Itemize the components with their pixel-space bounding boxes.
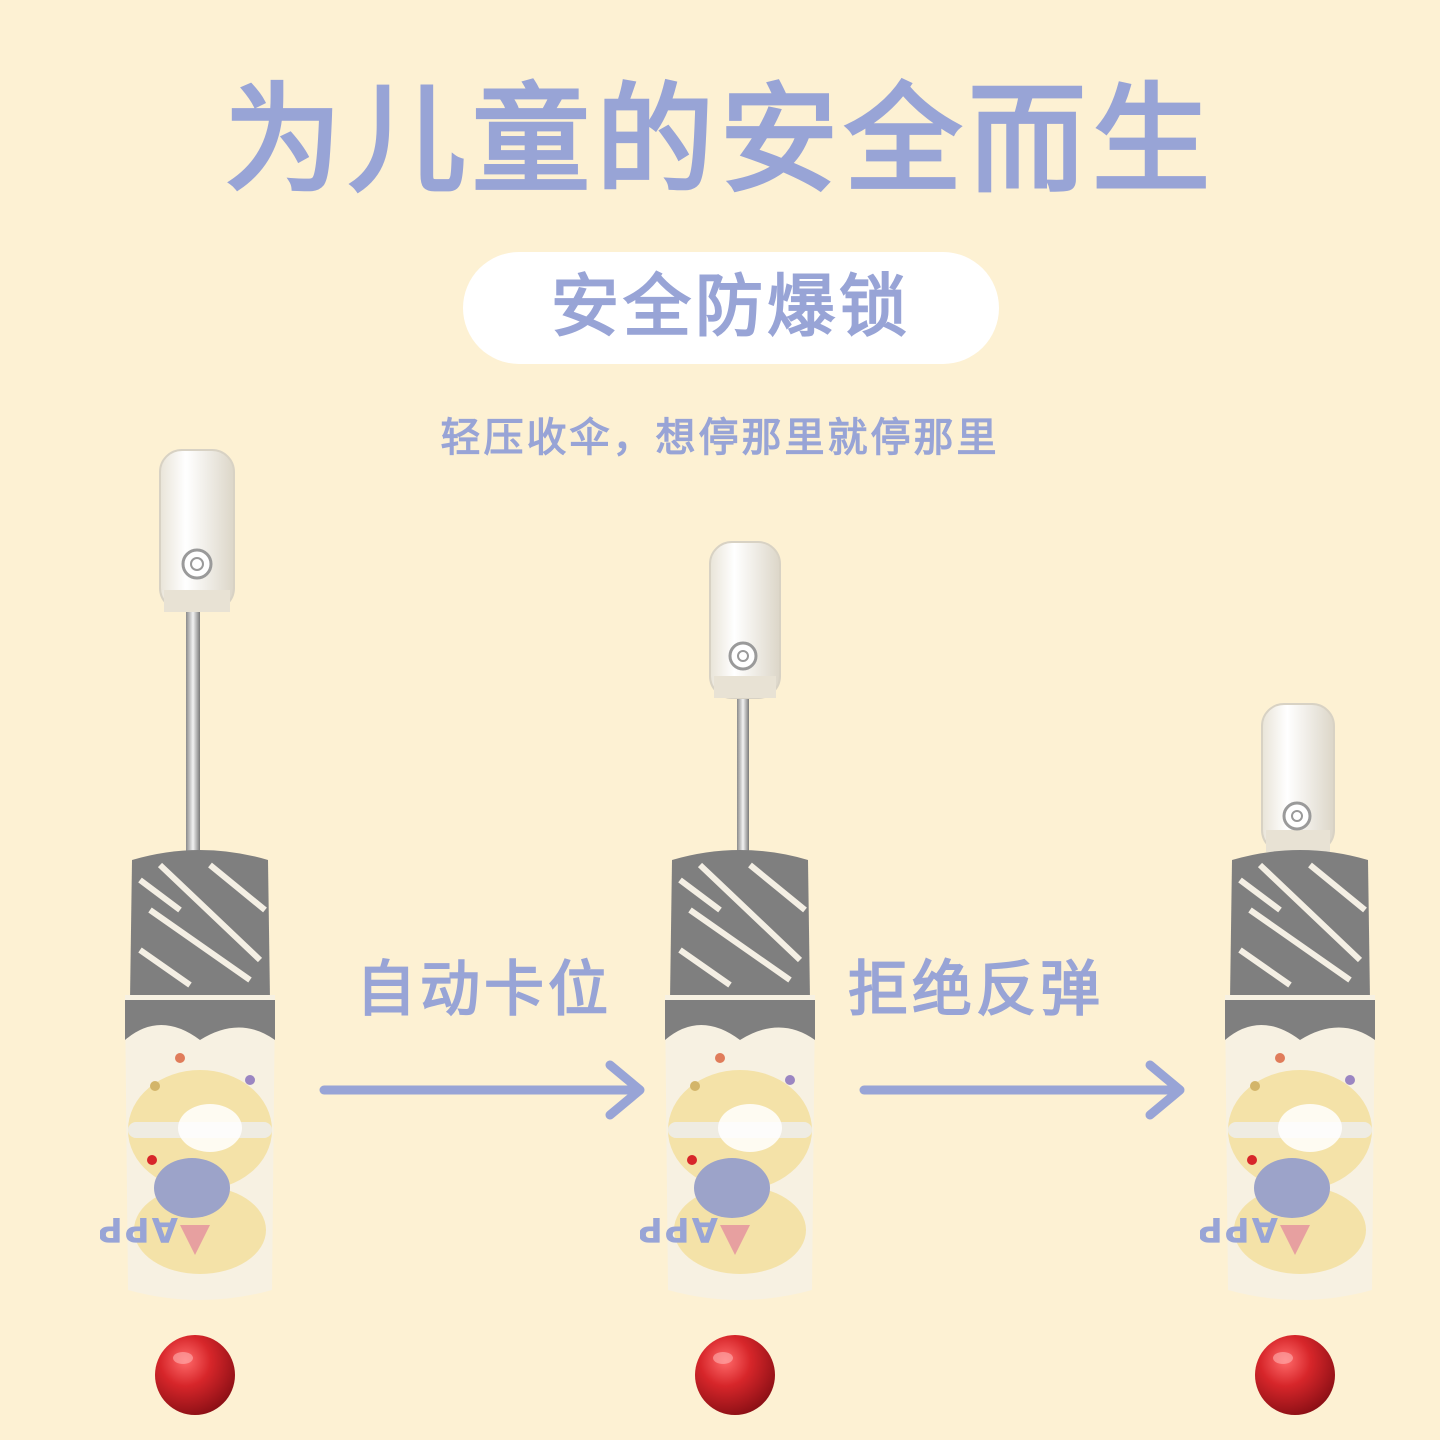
svg-text:APPY DA: APPY DA	[640, 1209, 718, 1249]
feature-badge: 安全防爆锁	[463, 252, 999, 364]
svg-text:APPY DA: APPY DA	[1200, 1209, 1278, 1249]
page-title: 为儿童的安全而生	[223, 71, 1216, 209]
tagline: 轻压收伞，想停那里就停那里	[440, 415, 1000, 461]
arrow-right-icon	[859, 1060, 1185, 1120]
umbrella-retracted: APPY DA	[1200, 703, 1375, 1415]
arrow-right-icon	[319, 1060, 645, 1120]
svg-text:APPY DA: APPY DA	[100, 1209, 178, 1249]
umbrella-extended: APPY DA	[100, 449, 275, 1415]
step-label-auto-lock: 自动卡位	[356, 955, 612, 1025]
feature-badge-label: 安全防爆锁	[550, 268, 911, 347]
umbrella-auto-locked: APPY DA	[640, 541, 815, 1415]
step-label-no-rebound: 拒绝反弹	[848, 955, 1104, 1025]
